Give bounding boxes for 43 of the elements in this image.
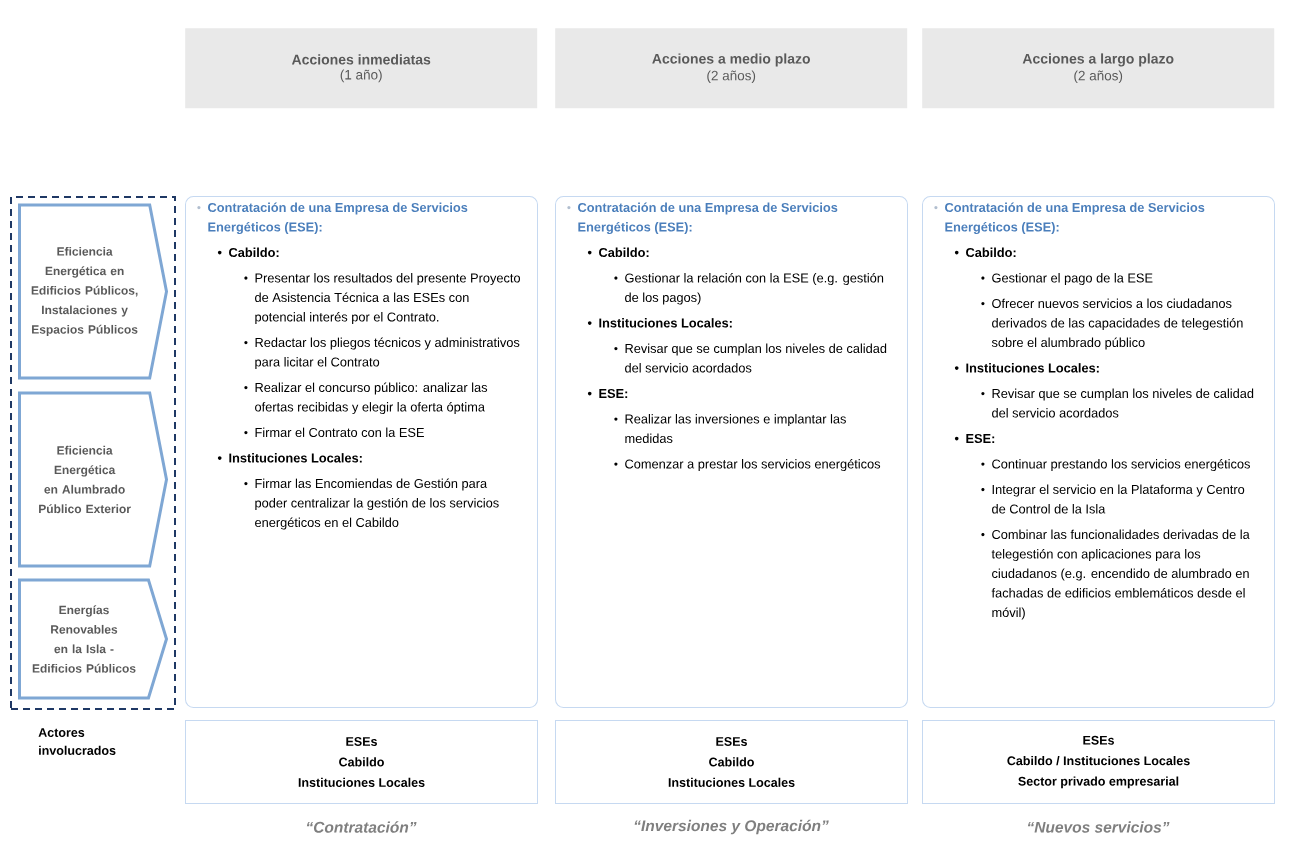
column-header: Acciones a largo plazo (2 años) — [922, 28, 1275, 109]
list-item: Redactar los pliegos técnicos y administrativos para licitar el Contrato — [244, 337, 520, 370]
list-item: Comenzar a prestar los servicios energéticos — [614, 458, 881, 472]
content-box — [555, 196, 908, 708]
list-item: Realizar las inversiones e implantar las medidas — [614, 414, 846, 443]
list-item: Instituciones Locales: — [954, 363, 1099, 373]
list-item: Integrar el servicio en la Plataforma y Centro de Control de la Isla — [981, 484, 1245, 514]
column-header: Acciones inmediatas (1 año) — [185, 28, 538, 109]
list-item: Ofrecer nuevos servicios a los ciudadanos derivados de las capacidades de telegestión sobre el alumbrado público — [981, 298, 1243, 350]
actors-box: ESEs Cabildo Instituciones Locales — [185, 720, 538, 804]
category-panel: Energías Renovables en la Isla - Edificios Públicos — [18, 578, 169, 700]
content-box — [922, 196, 1275, 708]
list-item: Continuar prestando los servicios energéticos — [981, 458, 1250, 472]
phase-caption: “Contratación” — [306, 821, 417, 833]
list-item: Combinar las funcionalidades derivadas de la telegestión con aplicaciones para los ciudadanos (e.g. encendido de alumbrado en fachadas de edificios emblemáticos desde el móvil) — [981, 529, 1250, 620]
category-panel: Eficiencia Energética en Edificios Públicos, Instalaciones y Espacios Públicos — [18, 203, 169, 380]
list-item: Contratación de una Empresa de Servicios Energéticos (ESE): — [934, 202, 1205, 235]
list-item: Cabildo: — [217, 247, 279, 257]
dashed-frame — [10, 196, 176, 710]
list-item: Cabildo: — [954, 247, 1016, 257]
column-header: Acciones a medio plazo (2 años) — [555, 28, 908, 109]
list-item: Revisar que se cumplan los niveles de calidad del servicio acordados — [614, 343, 887, 373]
list-item: Realizar el concurso público: analizar las ofertas recibidas y elegir la oferta óptima — [244, 382, 488, 415]
phase-caption: “Nuevos servicios” — [1027, 821, 1170, 833]
list-item: Instituciones Locales: — [217, 453, 362, 463]
list-item: Instituciones Locales: — [587, 318, 732, 328]
list-item: Presentar los resultados del presente Proyecto de Asistencia Técnica a las ESEs con potencial interés por el Contrato. — [244, 273, 521, 325]
actors-box: ESEs Cabildo / Instituciones Locales Sector privado empresarial — [922, 720, 1275, 804]
list-item: Gestionar el pago de la ESE — [981, 273, 1153, 286]
list-item: Contratación de una Empresa de Servicios Energéticos (ESE): — [197, 202, 468, 235]
list-item: Revisar que se cumplan los niveles de calidad del servicio acordados — [981, 388, 1254, 418]
list-item: Gestionar la relación con la ESE (e.g. gestión de los pagos) — [614, 272, 884, 305]
category-panel: Eficiencia Energética en Alumbrado Público Exterior — [18, 391, 169, 568]
content-box — [185, 196, 538, 708]
list-item: Firmar el Contrato con la ESE — [244, 427, 424, 437]
list-item: ESE: — [587, 388, 628, 398]
actors-box: ESEs Cabildo Instituciones Locales — [555, 720, 908, 804]
list-item: Cabildo: — [587, 247, 649, 257]
list-item: Firmar las Encomiendas de Gestión para poder centralizar la gestión de los servicios energéticos en el Cabildo — [244, 478, 499, 530]
list-item: ESE: — [954, 433, 995, 443]
row-label: Actores involucrados — [38, 728, 116, 755]
list-item: Contratación de una Empresa de Servicios Energéticos (ESE): — [567, 202, 838, 235]
phase-caption: “Inversiones y Operación” — [634, 819, 829, 835]
